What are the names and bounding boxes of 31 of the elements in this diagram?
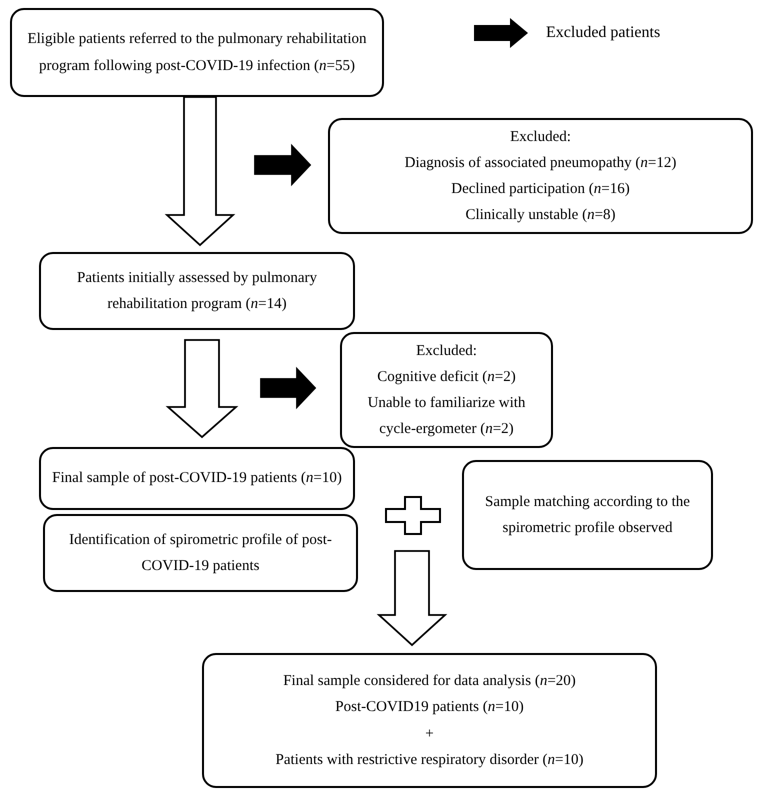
process-box [328,118,753,234]
process-box [462,460,713,570]
node-text: Identification of spirometric profile of post-COVID-19 patients [68,530,333,576]
node-text: Sample matching according to the spirometric profile observed [484,492,691,538]
node-text: Clinically unstable (n=8) [465,206,616,226]
node-text: Post-COVID19 patients (n=10) [335,698,524,718]
node-text: Final sample of post-COVID-19 patients (n=10) [52,469,342,488]
hollow-arrow [376,550,448,646]
node-text: Unable to familiarize with cycle-ergometer (n=2) [366,394,526,440]
process-box [10,8,384,97]
node-text: Final sample considered for data analysis (n=20) [283,672,576,691]
process-box [39,447,355,510]
process-box [43,514,358,592]
node-text: Diagnosis of associated pneumopathy (n=12) [404,154,676,173]
legend-text: Excluded patients [546,24,660,42]
plus-sign [385,496,441,535]
process-box [202,653,657,788]
process-box [39,252,355,330]
node-text: Cognitive deficit (n=2) [377,368,516,387]
node-text: Patients with restrictive respiratory disorder (n=10) [276,750,584,770]
hollow-arrow [164,96,236,246]
filled-arrow [254,144,312,186]
filled-arrow [260,366,316,410]
node-text: Eligible patients referred to the pulmonary rehabilitation program following post-COVID-19 infection (n=55) [26,30,368,76]
node-text: + [425,724,434,744]
process-box [340,332,553,448]
hollow-arrow [166,339,238,438]
node-text: Excluded: [510,128,571,146]
node-text: Patients initially assessed by pulmonary rehabilitation program (n=14) [76,268,318,314]
node-text: Declined participation (n=16) [451,180,630,199]
node-text: Excluded: [416,342,477,360]
